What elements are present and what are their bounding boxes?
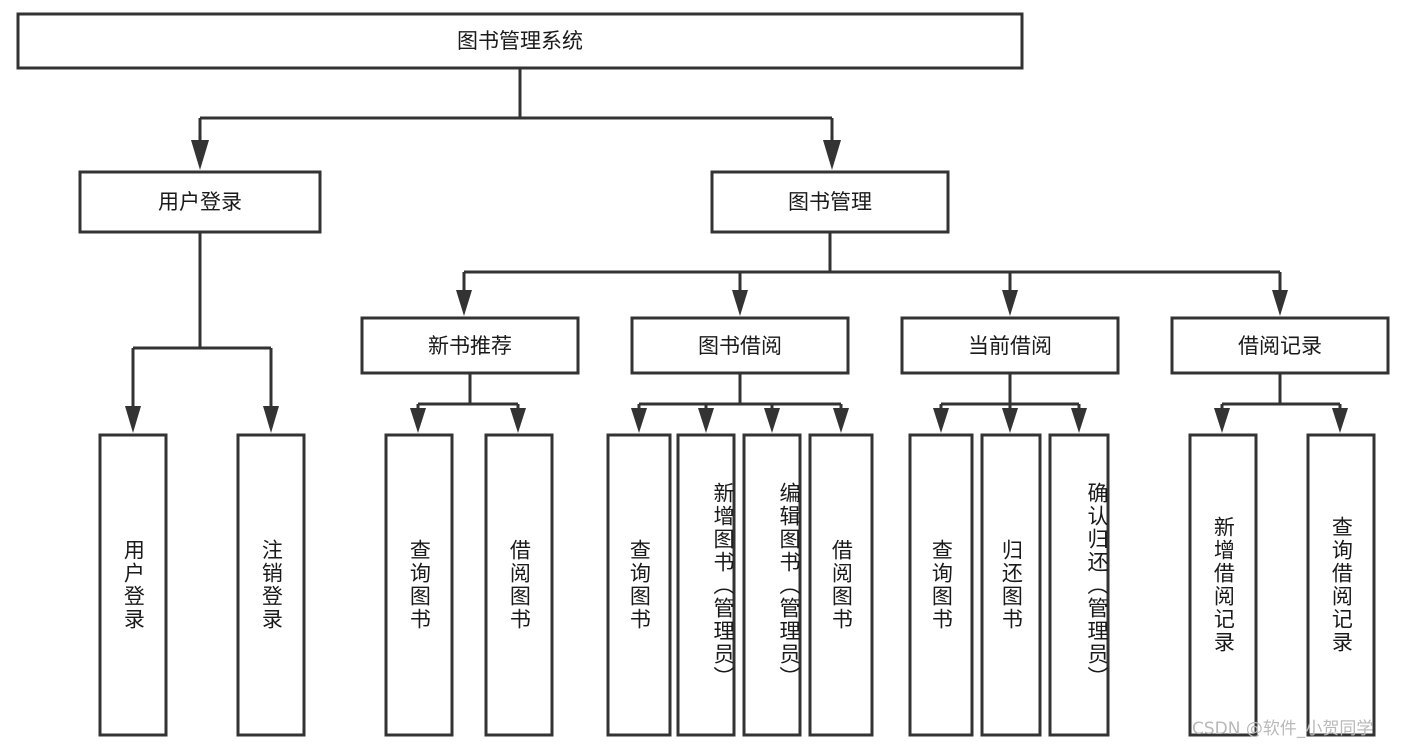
node-leaf-borrow-book-2-box[interactable] <box>808 433 874 737</box>
arrowhead-leaf-query-book-3 <box>933 408 949 433</box>
node-current-borrow-box[interactable] <box>900 316 1120 375</box>
arrowhead-leaf-logout <box>263 406 279 433</box>
node-borrow-record[interactable]: 借阅记录 <box>1170 316 1390 375</box>
node-leaf-logout-box[interactable] <box>236 433 306 737</box>
node-leaf-user-login-box[interactable] <box>98 433 168 737</box>
arrowhead-user-login <box>191 140 209 170</box>
node-leaf-return-book-box[interactable] <box>980 433 1042 737</box>
node-current-borrow-label: 当前借阅 <box>968 334 1052 358</box>
node-new-book-rec-box[interactable] <box>360 316 580 375</box>
node-leaf-add-book-box[interactable] <box>676 433 736 737</box>
node-leaf-query-book-3-box[interactable] <box>908 433 974 737</box>
arrowhead-leaf-user-login <box>125 406 141 433</box>
node-book-borrow-box[interactable] <box>630 316 850 375</box>
arrowhead-leaf-query-book-1 <box>410 408 426 433</box>
node-leaf-borrow-book-1-box[interactable] <box>484 433 554 737</box>
node-borrow-record-label: 借阅记录 <box>1238 334 1322 358</box>
node-user-login[interactable]: 用户登录 <box>78 170 322 234</box>
node-leaf-edit-book-box[interactable] <box>742 433 802 737</box>
arrowhead-leaf-query-record <box>1332 408 1348 433</box>
node-user-login-box[interactable] <box>78 170 322 234</box>
node-new-book-rec-label: 新书推荐 <box>428 334 512 358</box>
connector-layer <box>125 68 1348 433</box>
arrowhead-leaf-return-book <box>1002 408 1018 433</box>
arrowhead-new-book-rec <box>456 290 472 316</box>
node-book-borrow-label: 图书借阅 <box>698 334 782 358</box>
arrowhead-borrow-record <box>1272 290 1288 316</box>
node-leaf-query-book-1-box[interactable] <box>384 433 454 737</box>
node-new-book-rec[interactable]: 新书推荐 <box>360 316 580 375</box>
arrowhead-leaf-borrow-book-2 <box>833 408 849 433</box>
node-current-borrow[interactable]: 当前借阅 <box>900 316 1120 375</box>
node-book-manage[interactable]: 图书管理 <box>710 170 950 234</box>
arrowhead-leaf-query-book-2 <box>631 408 647 433</box>
node-book-manage-label: 图书管理 <box>788 190 872 214</box>
node-root[interactable]: 图书管理系统 <box>16 12 1024 70</box>
arrowhead-book-manage <box>823 140 841 170</box>
csdn-watermark: CSDN @软件_小贺同学 <box>1192 719 1374 739</box>
node-leaf-query-book-2-box[interactable] <box>606 433 672 737</box>
arrowhead-leaf-add-book <box>698 408 714 433</box>
node-user-login-label: 用户登录 <box>158 190 242 214</box>
leaf-layer <box>98 433 1376 737</box>
arrowhead-leaf-add-record <box>1214 408 1230 433</box>
node-book-manage-box[interactable] <box>710 170 950 234</box>
arrowhead-leaf-edit-book <box>764 408 780 433</box>
arrowhead-leaf-confirm-return <box>1071 408 1087 433</box>
node-leaf-query-record-box[interactable] <box>1306 433 1376 737</box>
arrowhead-current-borrow <box>1002 290 1018 316</box>
node-root-label: 图书管理系统 <box>457 29 583 53</box>
node-leaf-confirm-return-box[interactable] <box>1048 433 1110 737</box>
node-root-box[interactable] <box>16 12 1024 70</box>
arrowhead-leaf-borrow-book-1 <box>510 408 526 433</box>
arrowhead-book-borrow <box>732 290 748 316</box>
node-book-borrow[interactable]: 图书借阅 <box>630 316 850 375</box>
node-leaf-add-record-box[interactable] <box>1188 433 1258 737</box>
node-borrow-record-box[interactable] <box>1170 316 1390 375</box>
